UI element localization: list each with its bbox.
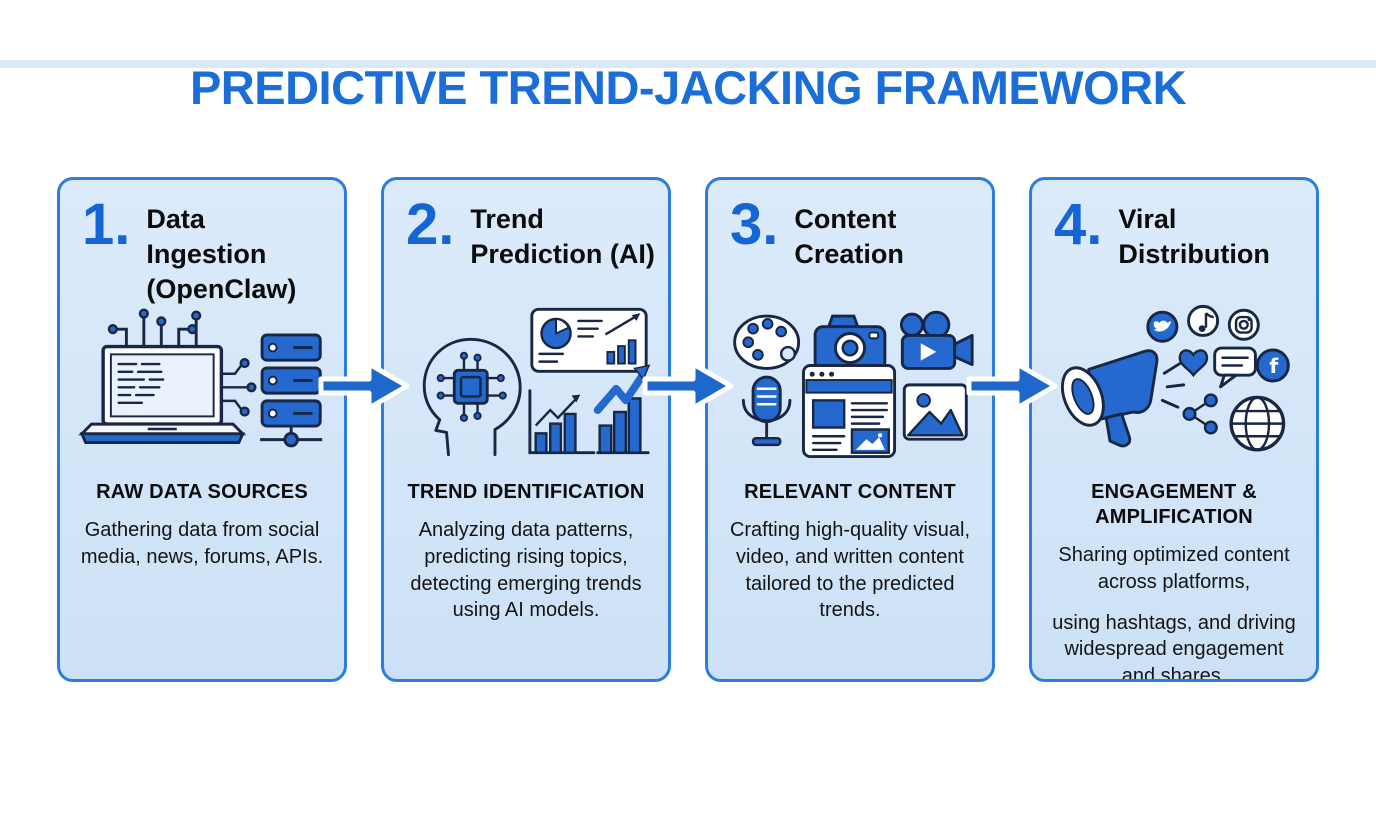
step-header: 2. Trend Prediction (AI) (396, 192, 656, 286)
step-card-viral-distribution: 4. Viral Distribution (1029, 177, 1319, 682)
tiktok-icon (1187, 304, 1220, 337)
step-description: Gathering data from social media, news, … (80, 519, 324, 568)
step-title-line: (OpenClaw) (146, 274, 297, 305)
globe-icon (1229, 395, 1286, 452)
megaphone-icon (1060, 349, 1186, 448)
step-title-line: Data Ingestion (146, 204, 267, 270)
image-icon (902, 383, 968, 441)
step-header: 3. Content Creation (720, 192, 980, 286)
step-card-data-ingestion: 1. Data Ingestion (OpenClaw) (57, 177, 347, 682)
step-header: 1. Data Ingestion (OpenClaw) (72, 192, 332, 304)
step-number: 3. (730, 192, 779, 257)
right-arrow-icon (318, 361, 410, 411)
step-title-line: Prediction (AI) (470, 239, 655, 270)
step-title-line: Viral (1118, 204, 1177, 234)
step-number: 4. (1054, 192, 1103, 257)
step-title: Data Ingestion (OpenClaw) (146, 200, 332, 307)
bar-chart-outline-icon (528, 389, 596, 455)
step-header: 4. Viral Distribution (1044, 192, 1304, 286)
step-subtitle: RAW DATA SOURCES (96, 481, 308, 503)
facebook-icon: f (1255, 348, 1290, 383)
top-accent-strip (0, 60, 1376, 68)
right-arrow-icon (966, 361, 1058, 411)
circuit-lines-icon (115, 316, 198, 349)
step-subtitle: TREND IDENTIFICATION (407, 481, 645, 503)
step-card-content-creation: 3. Content Creation (705, 177, 995, 682)
step-subtitle: RELEVANT CONTENT (744, 481, 956, 503)
step-title-line: Creation (794, 239, 904, 270)
step-title: Trend Prediction (AI) (470, 200, 655, 272)
step-number: 2. (406, 192, 455, 257)
circuit-nodes (107, 308, 202, 335)
step-description: Analyzing data patterns, predicting risi… (410, 519, 642, 622)
step-title-line: Distribution (1118, 239, 1270, 270)
right-arrow-icon (642, 361, 734, 411)
share-icon (1182, 393, 1218, 435)
page-title: PREDICTIVE TREND-JACKING FRAMEWORK (189, 61, 1187, 114)
media-creation-icons (720, 292, 980, 470)
ai-head-icon (422, 337, 522, 457)
dashboard-icon (530, 307, 648, 373)
growth-chart-icon (593, 364, 651, 455)
video-camera-icon (899, 310, 974, 370)
camera-icon (813, 314, 887, 371)
ai-head-analytics-icon (396, 292, 656, 470)
megaphone-social-icons: f (1044, 292, 1304, 470)
step-description: Sharing optimized content across platfor… (1052, 544, 1296, 682)
laptop-icon (78, 344, 247, 444)
step-subtitle: ENGAGEMENT & AMPLIFICATION (1091, 481, 1257, 528)
step-description: Crafting high-quality visual, video, and… (729, 519, 971, 622)
step-number: 1. (82, 192, 131, 257)
heart-icon (1178, 349, 1209, 378)
instagram-icon (1227, 308, 1260, 341)
svg-text:f: f (1269, 354, 1279, 378)
chat-bubble-icon (1213, 346, 1257, 389)
framework-steps-row: 1. Data Ingestion (OpenClaw) (57, 177, 1319, 682)
palette-icon (733, 314, 801, 370)
step-card-trend-prediction: 2. Trend Prediction (AI) (381, 177, 671, 682)
step-title: Viral Distribution (1118, 200, 1269, 272)
server-stack-icon (260, 333, 323, 448)
microphone-icon (741, 375, 792, 447)
laptop-to-servers-icon (72, 292, 332, 470)
step-title-line: Content (794, 204, 897, 234)
connector-nodes (239, 357, 257, 417)
step-title-line: Trend (470, 204, 544, 234)
webpage-icon (802, 364, 897, 459)
twitter-icon (1146, 310, 1179, 343)
connector-lines (220, 364, 248, 410)
step-title: Content Creation (794, 200, 904, 272)
